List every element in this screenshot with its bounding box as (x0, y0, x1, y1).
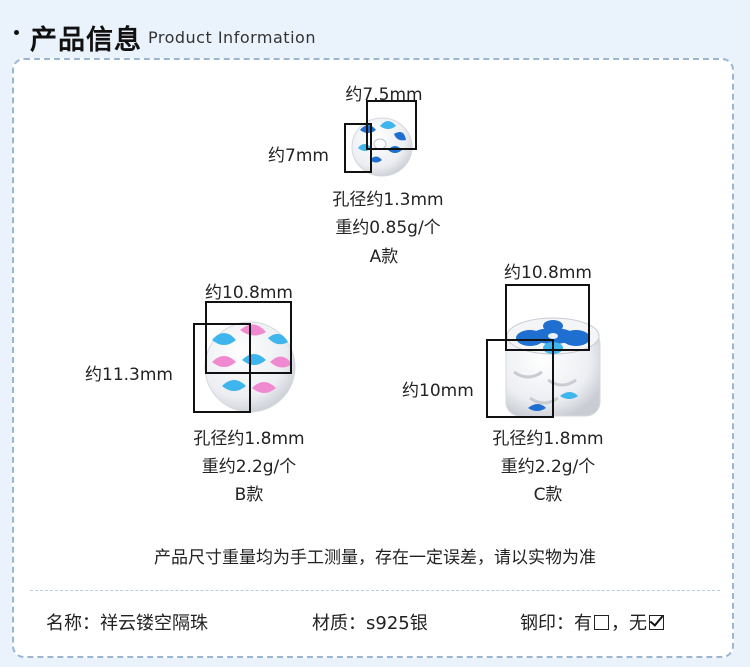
bead-c-name-label: C款 (533, 485, 563, 505)
bead-c-hole-label: 孔径约1.8mm (492, 429, 604, 449)
bead-b-hole-label: 孔径约1.8mm (193, 429, 305, 449)
bead-b-weight-label: 重约2.2g/个 (201, 457, 297, 477)
bead-a-name-label: A款 (369, 247, 399, 267)
bullet-dot (14, 30, 19, 35)
bead-c-height-bracket (486, 339, 554, 418)
footer-divider (30, 590, 720, 591)
product-name: 名称：祥云镂空隔珠 (46, 613, 208, 634)
bead-a-width-label: 约7.5mm (345, 85, 423, 105)
bead-b-width-label: 约10.8mm (205, 283, 293, 303)
stamp-yes-checkbox (594, 615, 609, 630)
product-material: 材质：s925银 (312, 613, 428, 634)
bead-a-weight-label: 重约0.85g/个 (335, 218, 441, 238)
bead-a-image (351, 117, 413, 177)
section-subtitle: Product Information (148, 28, 316, 47)
bead-b-width-bracket (205, 301, 292, 374)
bead-c-width-label: 约10.8mm (504, 263, 592, 283)
section-title: 产品信息 (30, 25, 142, 56)
stamp-no-checkbox (649, 615, 664, 630)
bead-b-name-label: B款 (234, 485, 264, 505)
bead-a-height-label: 约7mm (268, 146, 329, 166)
bead-c-width-bracket (505, 284, 590, 351)
stamp-yes-label: 有 (574, 613, 592, 634)
bead-a-width-bracket (366, 100, 417, 150)
stamp-info: 钢印：有，无 (520, 609, 666, 635)
section-header: 产品信息 Product Information (0, 0, 750, 64)
bead-c-height-label: 约10mm (402, 381, 474, 401)
bead-a-hole-label: 孔径约1.3mm (332, 190, 444, 210)
bead-b-height-bracket (193, 323, 251, 413)
measurement-note: 产品尺寸重量均为手工测量，存在一定误差，请以实物为准 (154, 548, 596, 568)
bead-b-height-label: 约11.3mm (85, 365, 173, 385)
bead-c-weight-label: 重约2.2g/个 (500, 457, 596, 477)
stamp-no-label: 无 (629, 613, 647, 634)
stamp-label: 钢印： (520, 613, 574, 634)
